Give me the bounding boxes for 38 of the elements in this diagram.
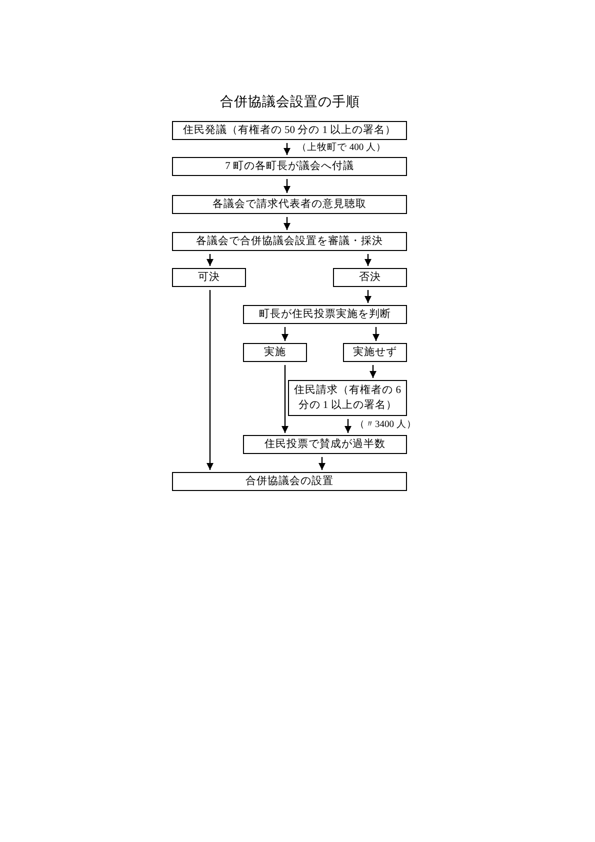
arrow <box>372 327 380 341</box>
box-text: 住民投票で賛成が過半数 <box>264 437 386 452</box>
arrow <box>283 217 291 230</box>
box-text: 7 町の各町長が議会へ付議 <box>224 159 355 174</box>
box-text: 各議会で合併協議会設置を審議・採決 <box>195 234 384 249</box>
arrow <box>344 419 352 433</box>
arrow <box>318 457 326 470</box>
process-box <box>243 305 407 324</box>
arrow <box>281 327 289 341</box>
process-box <box>172 472 407 491</box>
box-text: 住民発議（有権者の 50 分の 1 以上の署名） <box>182 123 398 138</box>
arrow <box>281 365 289 433</box>
arrow <box>369 365 377 378</box>
process-box <box>243 435 407 454</box>
box-text: 可決 <box>197 270 221 285</box>
box-text: 町長が住民投票実施を判断 <box>258 307 392 322</box>
arrow <box>283 143 291 155</box>
box-text: 実施 <box>263 345 287 360</box>
process-box <box>243 343 307 362</box>
process-box <box>333 268 407 287</box>
arrow <box>364 254 372 266</box>
box-text: 住民請求（有権者の 6 分の 1 以上の署名） <box>293 383 402 413</box>
arrow <box>206 290 214 470</box>
box-text: 否決 <box>358 270 382 285</box>
box-text: 各議会で請求代表者の意見聴取 <box>212 197 368 212</box>
process-box <box>172 268 246 287</box>
arrow <box>283 179 291 193</box>
process-box <box>172 232 407 251</box>
box-text: 合併協議会の設置 <box>244 474 334 489</box>
process-box <box>172 157 407 176</box>
process-box <box>343 343 407 362</box>
process-box <box>172 195 407 214</box>
process-box <box>288 380 407 416</box>
box-text: 実施せず <box>352 345 398 360</box>
arrow <box>364 290 372 303</box>
diagram-title: 合併協議会設置の手順 <box>219 93 361 111</box>
arrow <box>206 254 214 266</box>
process-box <box>172 121 407 140</box>
